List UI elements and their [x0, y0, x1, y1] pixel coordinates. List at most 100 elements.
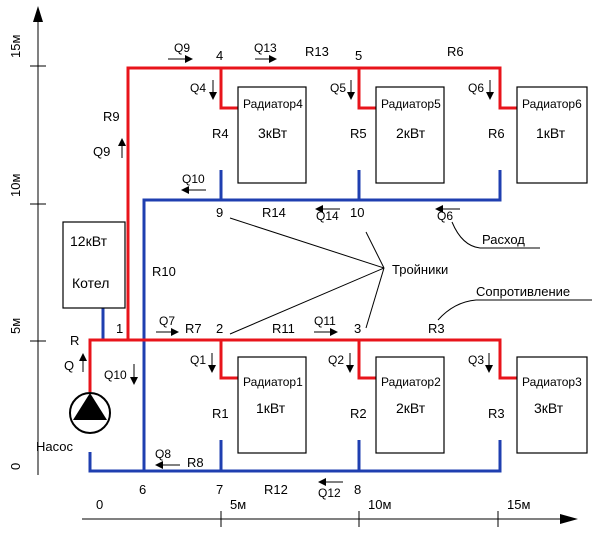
flow-q13-label: Q13 [254, 41, 277, 55]
annotation-resistance: Сопротивление [437, 284, 592, 321]
resistance-annotation-label: Сопротивление [476, 284, 570, 299]
resistance-r10: R10 [152, 264, 176, 279]
return-pipes [88, 170, 502, 473]
flow-q4-label: Q4 [190, 81, 206, 95]
resistance-r12: R12 [264, 482, 288, 497]
y-tick-0: 0 [8, 463, 23, 470]
radiator-name: Радиатор1 [243, 375, 303, 389]
radiator-power: 1кВт [256, 400, 286, 416]
radiator-power: 3кВт [534, 400, 564, 416]
node-3: 3 [354, 321, 361, 336]
x-tick-5: 5м [230, 497, 246, 512]
flow-q10-vertical: Q10 [104, 364, 138, 385]
radiator-6: Радиатор6 1кВт [516, 86, 588, 184]
radiator-4: Радиатор4 3кВт [237, 86, 307, 184]
node-10: 10 [350, 205, 364, 220]
flow-annotation-label: Расход [482, 232, 525, 247]
flow-q1: Q1 [190, 353, 216, 373]
y-tick-5: 5м [8, 318, 23, 334]
flow-q: Q [64, 353, 87, 373]
flow-q9-label: Q9 [174, 41, 190, 55]
radiator-5: Радиатор5 2кВт [375, 86, 445, 184]
flow-q8-label: Q8 [155, 447, 171, 461]
flow-q3-label: Q3 [468, 353, 484, 367]
resistance-r14: R14 [262, 205, 286, 220]
radiator-power: 1кВт [536, 125, 566, 141]
resistance-r7: R7 [185, 321, 202, 336]
flow-q1-label: Q1 [190, 353, 206, 367]
radiator-power: 2кВт [396, 125, 426, 141]
flow-q6-return: Q6 [435, 205, 460, 223]
flow-q7-label: Q7 [159, 314, 175, 328]
node-2: 2 [216, 321, 223, 336]
node-5: 5 [355, 48, 362, 63]
flow-q2: Q2 [328, 353, 354, 373]
flow-q9-vertical-label: Q9 [93, 144, 110, 159]
x-axis: 0 5м 10м 15м [82, 497, 578, 527]
node-7: 7 [216, 482, 223, 497]
radiator-name: Радиатор3 [522, 375, 582, 389]
flow-q9: Q9 [168, 41, 193, 63]
y-axis: 15м 10м 5м 0 [8, 6, 46, 475]
node-8: 8 [354, 482, 361, 497]
radiator-3: Радиатор3 3кВт [516, 356, 588, 454]
node-6: 6 [139, 482, 146, 497]
flow-q11: Q11 [314, 314, 338, 336]
x-axis-arrow-icon [560, 514, 578, 524]
resistance-r9: R9 [103, 109, 120, 124]
radiator-power: 3кВт [258, 125, 288, 141]
flow-q12-label: Q12 [318, 486, 341, 500]
flow-q14: Q14 [315, 205, 340, 223]
node-9: 9 [216, 205, 223, 220]
radiator-name: Радиатор5 [381, 97, 441, 111]
node-1: 1 [116, 321, 123, 336]
y-axis-arrow-icon [33, 6, 43, 22]
flow-q7: Q7 [156, 314, 179, 336]
resistance-r2: R2 [350, 406, 367, 421]
x-tick-15: 15м [507, 497, 530, 512]
radiator-name: Радиатор6 [522, 97, 582, 111]
x-tick-10: 10м [368, 497, 391, 512]
y-tick-15: 15м [8, 35, 23, 58]
flow-q5-label: Q5 [330, 81, 346, 95]
x-tick-0: 0 [96, 497, 103, 512]
radiator-name: Радиатор2 [381, 375, 441, 389]
pump-label: Насос [36, 439, 73, 454]
resistance-r3-main: R3 [428, 321, 445, 336]
resistance-r3: R3 [488, 406, 505, 421]
resistance-r11: R11 [272, 321, 295, 336]
radiator-2: Радиатор2 2кВт [375, 356, 445, 454]
supply-pipes [88, 66, 517, 392]
radiator-1: Радиатор1 1кВт [237, 356, 307, 454]
resistance-r6: R6 [488, 126, 505, 141]
node-4: 4 [216, 48, 223, 63]
flow-q2-label: Q2 [328, 353, 344, 367]
flow-q8: Q8 [155, 447, 180, 469]
resistance-r4: R4 [212, 126, 229, 141]
flow-q9-vertical: Q9 [93, 138, 126, 159]
flow-q6-return-label: Q6 [437, 209, 453, 223]
boiler-power: 12кВт [70, 233, 108, 249]
flow-q-label: Q [64, 358, 74, 373]
resistance-r1: R1 [212, 406, 229, 421]
annotation-tees: Тройники [229, 217, 448, 335]
flow-q6: Q6 [468, 80, 494, 100]
flow-q3: Q3 [468, 353, 493, 373]
resistance-r6-main: R6 [447, 44, 464, 59]
flow-q13: Q13 [254, 41, 277, 63]
boiler-name: Котел [72, 275, 109, 291]
flow-q11-label: Q11 [314, 314, 336, 328]
flow-q6-label: Q6 [468, 81, 484, 95]
flow-q4: Q4 [190, 80, 217, 100]
flow-q14-label: Q14 [316, 209, 339, 223]
flow-q12: Q12 [318, 478, 343, 500]
flow-q10-top: Q10 [181, 172, 206, 194]
resistance-r8: R8 [187, 455, 204, 470]
resistance-r13: R13 [305, 44, 329, 59]
pump-icon [69, 392, 111, 434]
resistance-r: R [70, 333, 79, 348]
flow-q10-top-label: Q10 [182, 172, 205, 186]
resistance-r5: R5 [350, 126, 367, 141]
